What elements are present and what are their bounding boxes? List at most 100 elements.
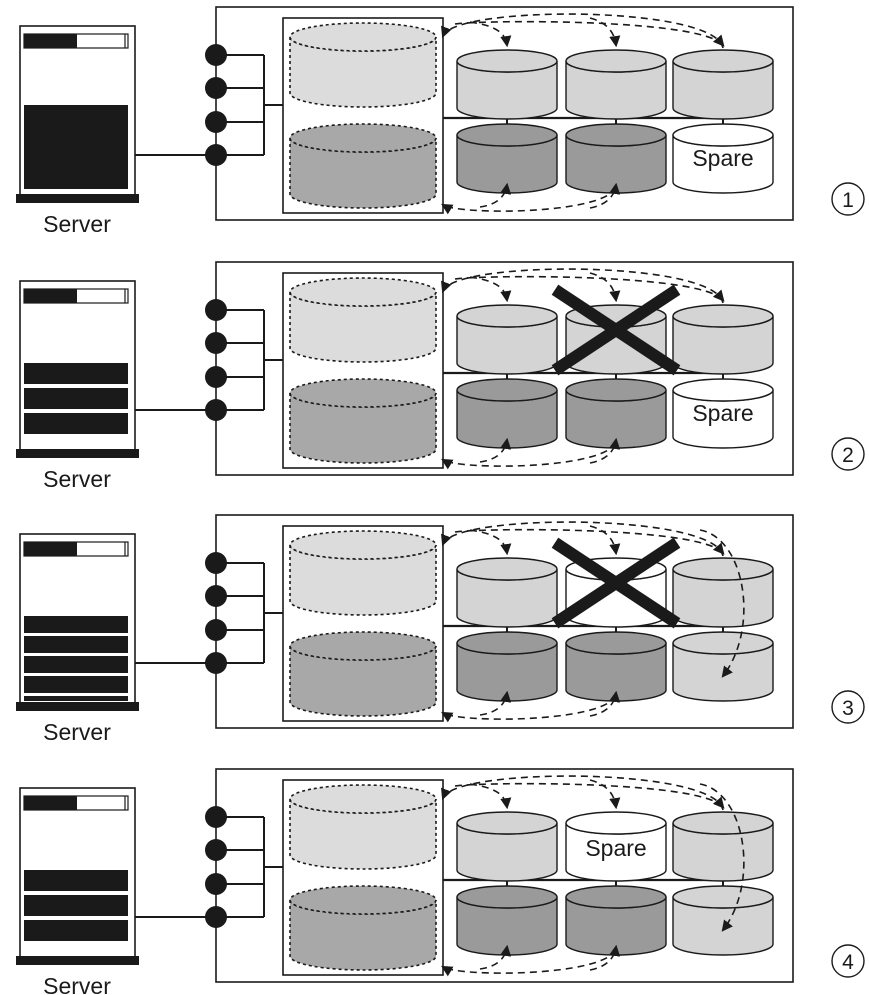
server-io-block	[24, 388, 128, 409]
physical-disk-dark	[456, 123, 558, 194]
physical-disk-light	[672, 631, 774, 702]
spare-label: Spare	[585, 835, 646, 861]
virtual-volume-light-cap	[289, 277, 437, 307]
mapping-arrow-top	[441, 775, 724, 811]
mapping-arrow-bottom	[441, 187, 617, 215]
server-drive-indicator	[24, 34, 77, 48]
mapping-arrow-disk-2	[589, 17, 621, 48]
physical-disk-light	[456, 557, 558, 628]
virtual-volume-dark	[289, 123, 437, 209]
mapping-arrow-top	[441, 268, 724, 304]
physical-disk-dark	[456, 631, 558, 702]
mapping-arrow-disk-5	[589, 944, 621, 971]
mapping-arrow-disk-5	[589, 690, 621, 717]
mapping-arrow-disk-4	[479, 690, 512, 716]
physical-disk-light	[456, 49, 558, 120]
failure-stroke	[551, 284, 681, 376]
virtual-volume-dark-cap	[289, 885, 437, 915]
storage-enclosure	[215, 514, 794, 729]
server-io-block	[24, 105, 128, 189]
physical-disk-light	[672, 811, 774, 882]
physical-disk-dark	[565, 123, 667, 194]
physical-disk-dark-cap	[565, 631, 667, 655]
physical-disk-light-cap	[672, 885, 774, 909]
physical-disk-dark-cap	[456, 123, 558, 147]
server-base	[16, 194, 139, 203]
physical-disk-dark	[565, 631, 667, 702]
virtual-volume-light	[289, 530, 437, 616]
physical-disk-light	[456, 811, 558, 882]
virtual-volume-light-body	[289, 291, 437, 363]
physical-disk-light-cap	[672, 304, 774, 328]
step-badge	[831, 182, 865, 216]
mapping-arrow-disk-1	[469, 276, 512, 303]
server-base	[16, 702, 139, 711]
spare-disk-cap	[565, 811, 667, 835]
failed-disk-x	[551, 284, 681, 376]
mapping-arrow-disk-2	[589, 272, 621, 303]
physical-disk-light-cap	[456, 304, 558, 328]
controller-box	[282, 779, 444, 976]
step-number: 2	[842, 444, 854, 467]
spare-label: Spare	[692, 145, 753, 171]
virtual-volume-dark-cap	[289, 378, 437, 408]
physical-disk-light	[672, 49, 774, 120]
virtual-volume-light-cap	[289, 22, 437, 52]
server-io-block	[24, 616, 128, 633]
physical-disk-dark-cap	[565, 885, 667, 909]
storage-enclosure	[215, 768, 794, 983]
storage-enclosure	[215, 261, 794, 476]
step-badge	[831, 437, 865, 471]
spare-label: Spare	[692, 400, 753, 426]
server-io-block	[24, 413, 128, 434]
physical-disk-dark	[565, 378, 667, 449]
mapping-arrow-disk-1	[469, 529, 512, 556]
failed-disk-x	[551, 537, 681, 629]
physical-disk-light	[565, 304, 667, 375]
physical-disk-light	[672, 885, 774, 956]
virtual-volume-light-body	[289, 798, 437, 870]
virtual-volume-light	[289, 277, 437, 363]
step-badge	[831, 944, 865, 978]
mapping-arrow-bottom	[441, 949, 617, 977]
physical-disk-light-cap	[565, 49, 667, 73]
rebuild-arrow	[699, 783, 745, 932]
server-io-block	[24, 656, 128, 673]
virtual-volume-dark-body	[289, 645, 437, 717]
step-badge	[831, 690, 865, 724]
server	[16, 280, 139, 458]
server-drive-indicator	[24, 289, 77, 303]
virtual-volume-dark-body	[289, 899, 437, 971]
physical-disk-light-cap	[456, 811, 558, 835]
server-label: Server	[43, 973, 111, 995]
physical-disk-light-cap	[672, 557, 774, 581]
virtual-volume-dark-body	[289, 392, 437, 464]
virtual-volume-dark-cap	[289, 631, 437, 661]
server-base	[16, 449, 139, 458]
virtual-volume-light-cap	[289, 784, 437, 814]
physical-disk-dark-cap	[565, 378, 667, 402]
mapping-arrow-bottom	[441, 695, 617, 723]
server-base	[16, 956, 139, 965]
server-io-block	[24, 696, 128, 701]
physical-disk-light	[456, 304, 558, 375]
mapping-arrow-disk-1	[469, 783, 512, 810]
spare-disk	[672, 378, 774, 449]
mapping-arrow-disk-4	[479, 182, 512, 208]
rebuild-arrow	[699, 529, 745, 678]
virtual-volume-dark-cap	[289, 123, 437, 153]
step-number: 1	[842, 189, 854, 212]
spare-disk-cap	[672, 378, 774, 402]
panel-2: Server Spare 2	[16, 261, 865, 492]
physical-disk-dark-cap	[456, 631, 558, 655]
step-number: 3	[842, 697, 854, 720]
physical-disk-light-cap	[672, 49, 774, 73]
server-label: Server	[43, 466, 111, 492]
failure-stroke	[551, 537, 681, 629]
virtual-volume-light-cap	[289, 530, 437, 560]
controller-box	[282, 272, 444, 469]
mapping-arrow-disk-2	[589, 525, 621, 556]
mapping-arrow-disk-4	[479, 944, 512, 970]
